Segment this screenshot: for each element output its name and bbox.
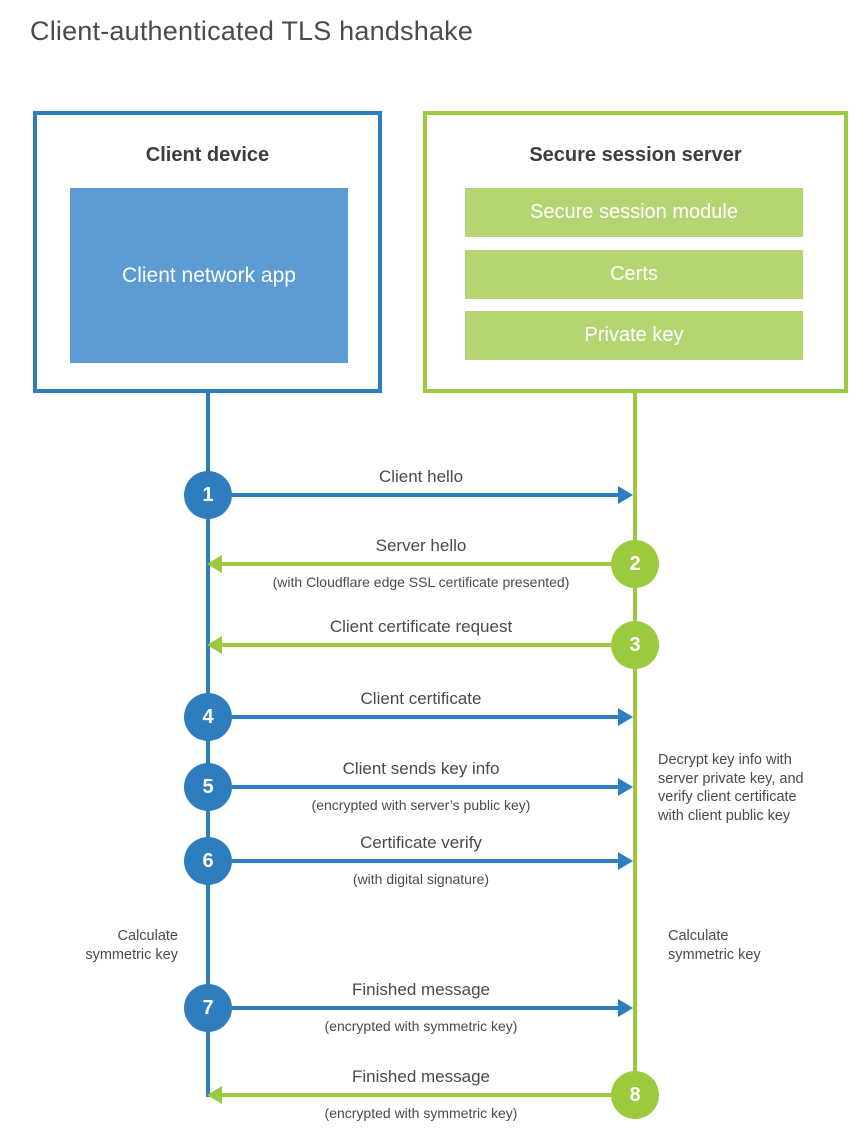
- step-8-sublabel: (encrypted with symmetric key): [324, 1105, 518, 1121]
- decrypt-note: Decrypt key info with server private key…: [658, 752, 804, 824]
- step-1-arrow-line: [232, 493, 618, 497]
- calculate-symmetric-key-note-client: Calculate symmetric key: [85, 928, 178, 963]
- step-6-arrow-head: [618, 852, 633, 870]
- step-4-marker: 4: [184, 693, 232, 741]
- client-device-title: Client device: [145, 144, 270, 166]
- step-8-arrow-line: [221, 1093, 611, 1097]
- step-2-arrow-line: [221, 562, 611, 566]
- step-2-label: Server hello: [375, 536, 467, 555]
- step-2-marker: 2: [611, 540, 659, 588]
- step-7-label: Finished message: [352, 980, 490, 999]
- step-5-arrow-head: [618, 778, 633, 796]
- step-7-sublabel: (encrypted with symmetric key): [324, 1018, 518, 1034]
- step-3-marker: 3: [611, 621, 659, 669]
- server-module-row: Private key: [465, 311, 803, 360]
- secure-session-server-title: Secure session server: [529, 144, 742, 166]
- server-lifeline: [633, 393, 637, 1097]
- step-3-label: Client certificate request: [329, 617, 513, 636]
- server-module-row: Secure session module: [465, 188, 803, 237]
- client-network-app-box: Client network app: [70, 188, 348, 363]
- server-module-row: Certs: [465, 250, 803, 299]
- step-8-label: Finished message: [352, 1067, 490, 1086]
- step-7-arrow-line: [232, 1006, 618, 1010]
- step-6-label: Certificate verify: [360, 833, 482, 852]
- step-3-arrow-line: [221, 643, 611, 647]
- step-4-arrow-head: [618, 708, 633, 726]
- client-lifeline: [206, 393, 210, 1097]
- step-7-marker: 7: [184, 984, 232, 1032]
- step-1-marker: 1: [184, 471, 232, 519]
- step-5-arrow-line: [232, 785, 618, 789]
- step-6-marker: 6: [184, 837, 232, 885]
- step-4-label: Client certificate: [360, 689, 482, 708]
- secure-session-server-box: Secure session server Secure session mod…: [423, 111, 848, 393]
- step-6-sublabel: (with digital signature): [352, 871, 490, 887]
- step-2-arrow-head: [207, 555, 222, 573]
- step-5-marker: 5: [184, 763, 232, 811]
- step-1-label: Client hello: [378, 467, 464, 486]
- step-8-marker: 8: [611, 1071, 659, 1119]
- step-1-arrow-head: [618, 486, 633, 504]
- step-8-arrow-head: [207, 1086, 222, 1104]
- step-7-arrow-head: [618, 999, 633, 1017]
- client-network-app-label: Client network app: [122, 263, 296, 287]
- client-device-box: Client device Client network app: [33, 111, 382, 393]
- step-3-arrow-head: [207, 636, 222, 654]
- step-4-arrow-line: [232, 715, 618, 719]
- page-title: Client-authenticated TLS handshake: [30, 16, 474, 46]
- step-5-label: Client sends key info: [342, 759, 500, 778]
- calculate-symmetric-key-note-server: Calculate symmetric key: [668, 928, 761, 963]
- step-6-arrow-line: [232, 859, 618, 863]
- step-5-sublabel: (encrypted with server’s public key): [311, 797, 531, 813]
- step-2-sublabel: (with Cloudflare edge SSL certificate pr…: [272, 574, 570, 590]
